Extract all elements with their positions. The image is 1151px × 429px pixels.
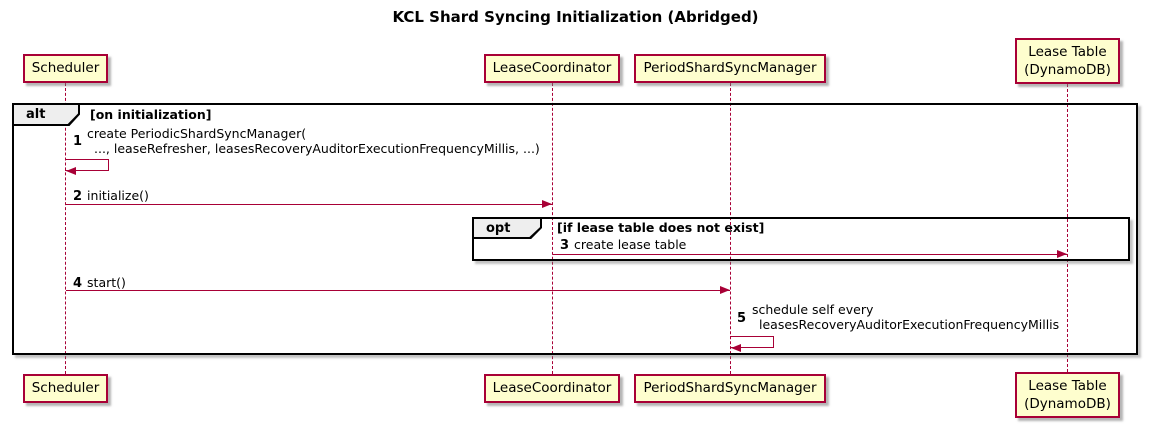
participant-period-shard-sync-manager-bottom: PeriodShardSyncManager xyxy=(634,374,826,403)
opt-frame xyxy=(472,217,1130,261)
message-3-arrow xyxy=(553,254,1067,255)
message-2-number: 2 xyxy=(73,189,83,204)
diagram-title: KCL Shard Syncing Initialization (Abridg… xyxy=(392,8,759,26)
participant-lease-coordinator-bottom: LeaseCoordinator xyxy=(484,374,620,403)
lifeline-lease-coordinator xyxy=(552,83,553,374)
opt-keyword: opt xyxy=(474,219,540,237)
opt-guard-label: [if lease table does not exist] xyxy=(557,220,765,235)
message-1-label: create PeriodicShardSyncManager( ..., le… xyxy=(87,126,540,156)
message-2-text: initialize() xyxy=(87,188,149,203)
message-4-arrowhead xyxy=(720,286,730,294)
participant-lease-table-top: Lease Table (DynamoDB) xyxy=(1015,38,1120,84)
message-3-number: 3 xyxy=(560,238,570,253)
lifeline-lease-table xyxy=(1067,84,1068,372)
lifeline-scheduler xyxy=(65,83,66,374)
message-3-arrowhead xyxy=(1057,250,1067,258)
participant-scheduler-bottom: Scheduler xyxy=(23,374,108,403)
message-5-arrowhead xyxy=(731,344,741,352)
message-3-label: 3 create lease table xyxy=(560,237,686,253)
message-1-arrowhead xyxy=(66,167,76,175)
participant-lease-coordinator-top: LeaseCoordinator xyxy=(484,54,620,83)
message-2-arrow xyxy=(66,204,552,205)
message-1-number: 1 xyxy=(73,134,83,149)
message-4-number: 4 xyxy=(73,276,83,291)
opt-frame-tab: opt xyxy=(474,219,542,239)
message-4-label: 4 start() xyxy=(73,275,126,291)
message-5-line2: leasesRecoveryAuditorExecutionFrequencyM… xyxy=(759,317,1060,332)
alt-keyword: alt xyxy=(14,105,78,124)
alt-guard-label: [on initialization] xyxy=(90,107,212,122)
message-5-line1: schedule self every xyxy=(752,302,874,317)
message-2-arrowhead xyxy=(542,200,552,208)
message-1-line2: ..., leaseRefresher, leasesRecoveryAudit… xyxy=(94,141,540,156)
message-4-text: start() xyxy=(87,275,126,290)
message-5-self-arrow xyxy=(730,336,774,348)
message-1-self-arrow xyxy=(65,159,109,171)
participant-lease-table-bottom: Lease Table (DynamoDB) xyxy=(1015,372,1120,418)
message-5-label: schedule self every leasesRecoveryAudito… xyxy=(752,302,1059,332)
message-4-arrow xyxy=(66,290,730,291)
message-1-line1: create PeriodicShardSyncManager( xyxy=(87,126,307,141)
message-2-label: 2 initialize() xyxy=(73,188,149,204)
lifeline-period-shard-sync-manager xyxy=(730,83,731,374)
participant-period-shard-sync-manager-top: PeriodShardSyncManager xyxy=(634,54,826,83)
message-3-text: create lease table xyxy=(574,237,687,252)
participant-scheduler-top: Scheduler xyxy=(23,54,108,83)
alt-frame xyxy=(12,103,1138,355)
message-5-number: 5 xyxy=(737,311,747,326)
alt-frame-tab: alt xyxy=(14,105,80,126)
